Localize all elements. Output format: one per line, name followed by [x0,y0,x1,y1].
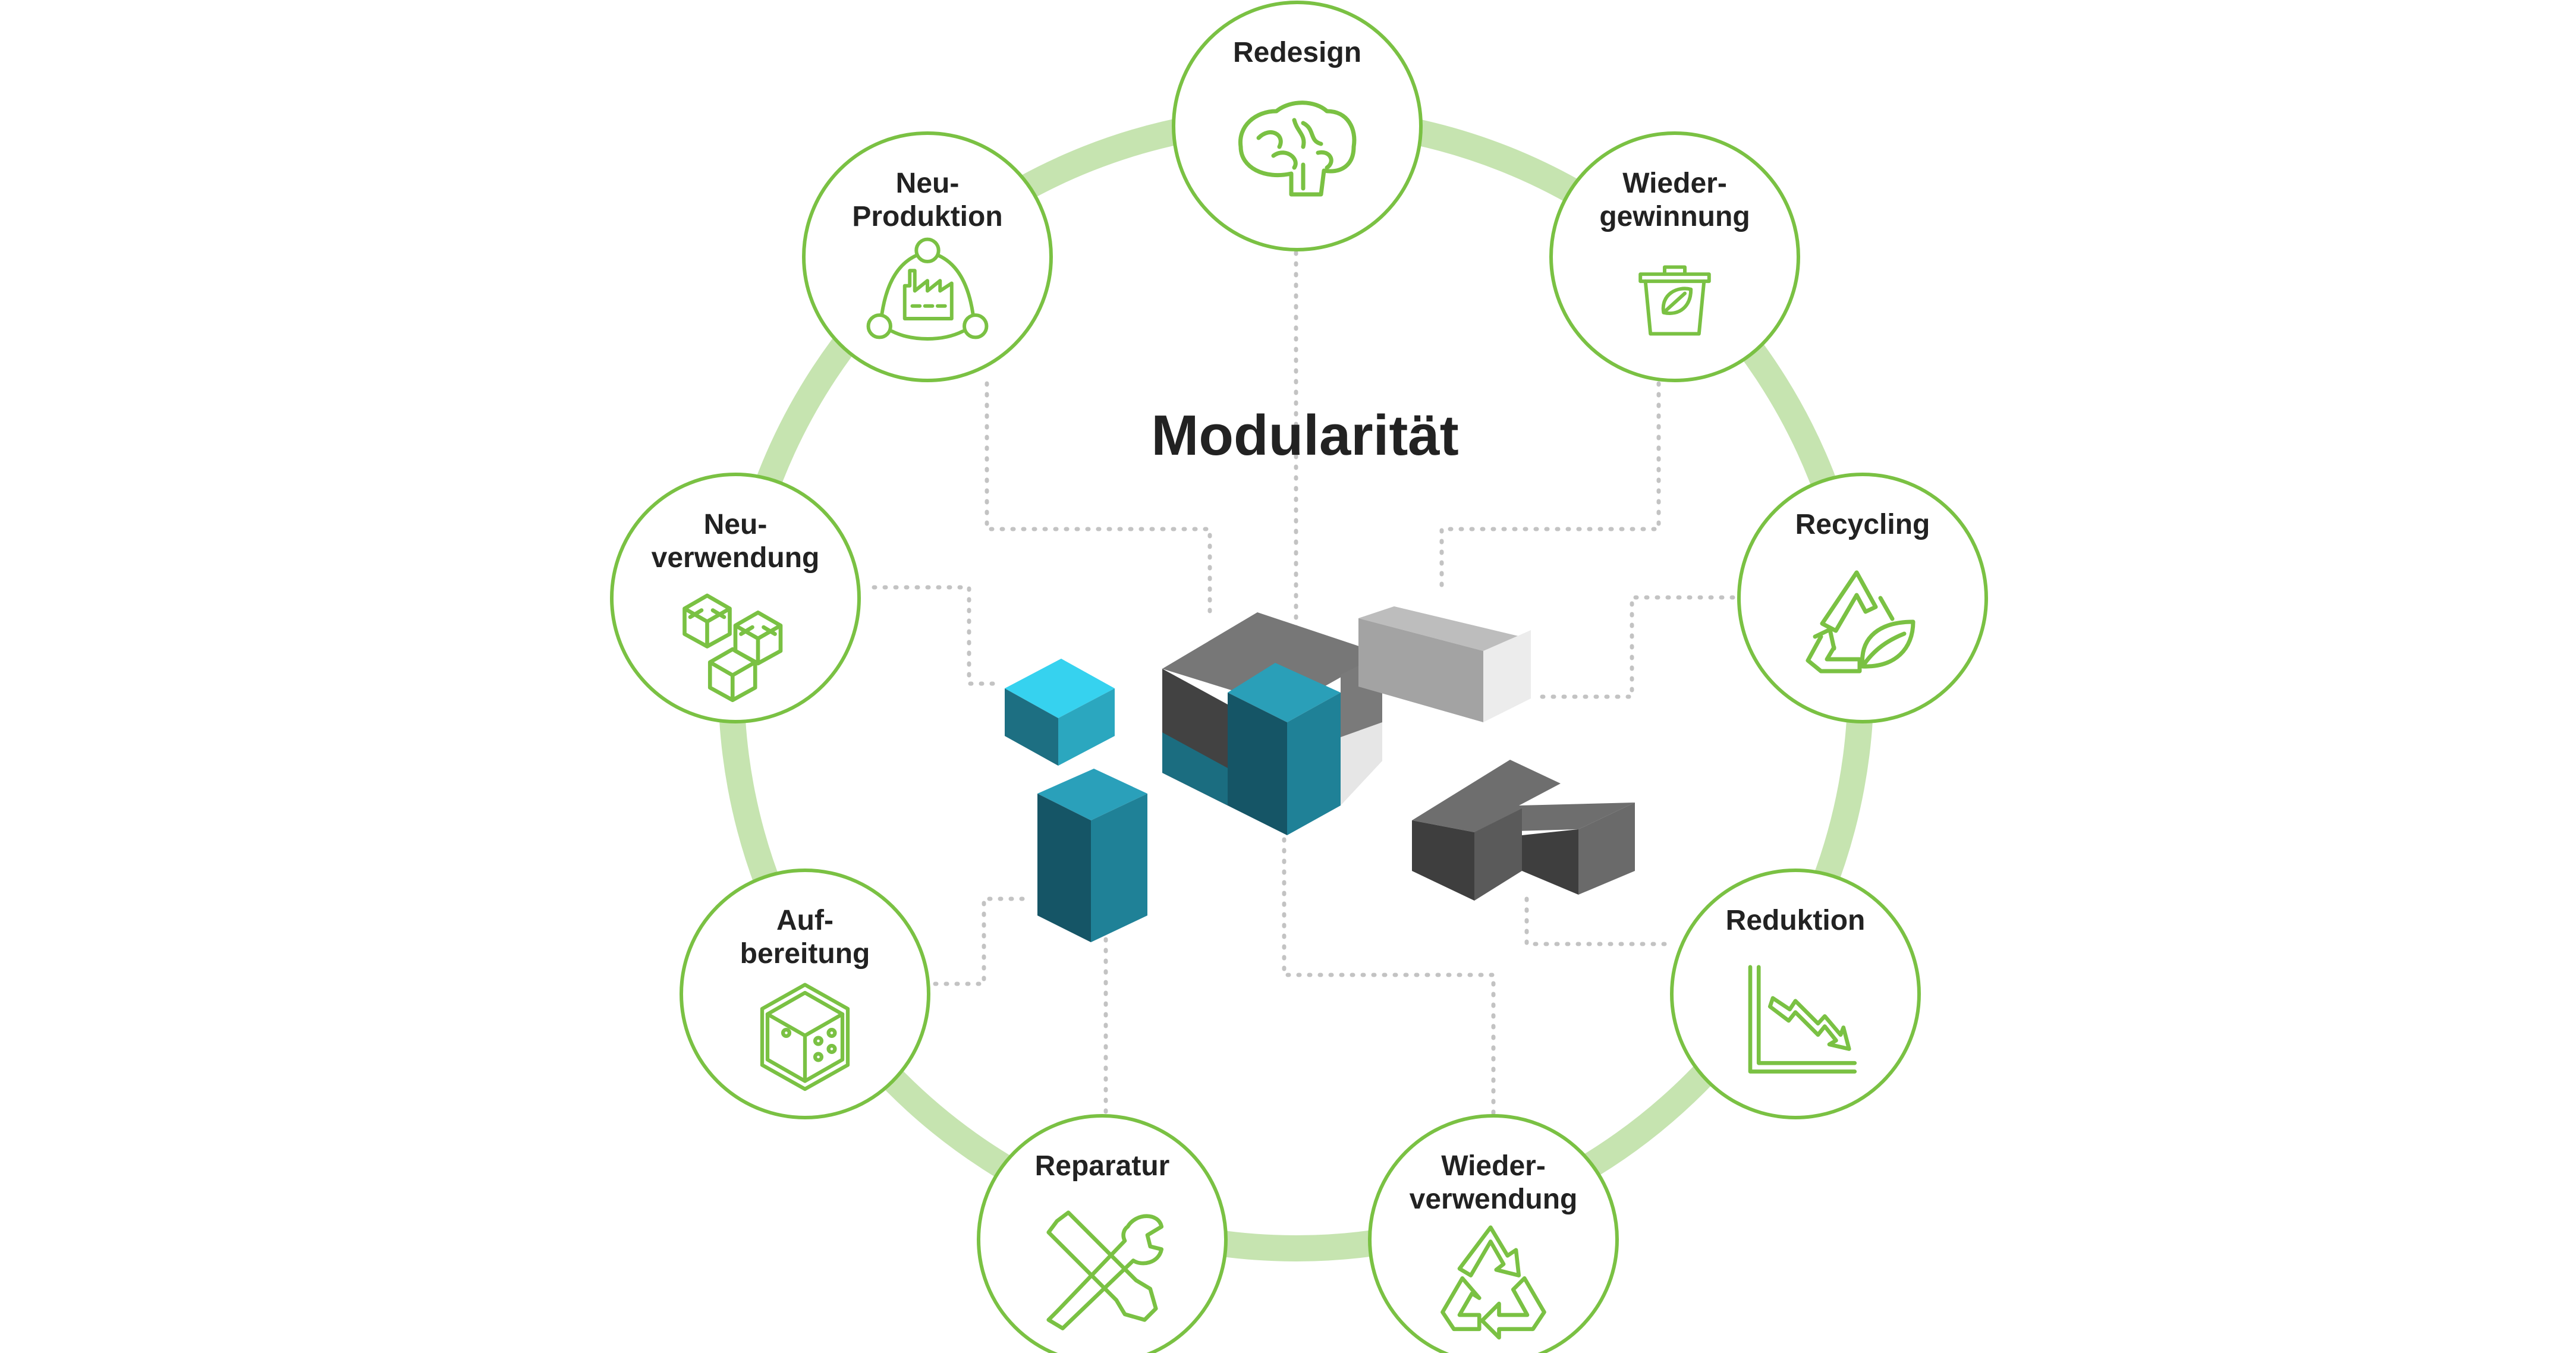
node-label: Recycling [1795,509,1930,540]
node-neuverwendung: Neu-verwendung [610,473,861,723]
connector-neuproduktion [985,381,1212,615]
node-label: Neu- [896,168,960,199]
node-label: Reparatur [1035,1150,1170,1182]
node-circle [610,473,861,723]
cycle-nodes: RedesignWieder-gewinnungRecyclingRedukti… [610,1,1988,1353]
module-l-shape [1412,760,1635,901]
module-central-assembly [1162,612,1382,835]
node-redesign: Redesign [1172,1,1423,251]
node-label: Produktion [852,201,1002,232]
module-cube-small [1005,659,1115,766]
node-circle [977,1114,1228,1353]
module-light-bar [1358,606,1531,722]
node-circle [1549,131,1800,382]
node-wiedergewinnung: Wieder-gewinnung [1549,131,1800,382]
connector-aufbereitung [922,896,1034,986]
node-label: Wieder- [1622,168,1727,199]
connector-reduktion [1524,889,1667,946]
node-label: Neu- [704,509,768,540]
connector-lines [872,250,1735,1115]
node-label: verwendung [1410,1184,1578,1215]
module-blocks [1005,606,1635,942]
node-wiederverwendung: Wieder-verwendung [1368,1114,1619,1353]
node-recycling: Recycling [1737,473,1988,723]
node-label: bereitung [740,938,870,970]
node-circle [1670,869,1921,1119]
node-circle [1737,473,1988,723]
connector-recycling [1537,595,1735,699]
connector-wiederverwendung [1282,830,1496,1115]
node-label: verwendung [652,542,820,574]
node-circle [802,131,1053,382]
node-aufbereitung: Auf-bereitung [680,869,930,1119]
node-label: Redesign [1233,37,1361,68]
node-label: Wieder- [1441,1150,1546,1182]
module-tall-prism [1037,769,1147,942]
connector-wiedergewinnung [1439,381,1661,597]
node-label: gewinnung [1599,201,1750,232]
node-label: Auf- [776,905,833,936]
node-reparatur: Reparatur [977,1114,1228,1353]
node-neuproduktion: Neu-Produktion [802,131,1053,382]
diagram-title: Modularität [1151,404,1458,467]
node-label: Reduktion [1726,905,1866,936]
node-reduktion: Reduktion [1670,869,1921,1119]
connector-neuverwendung [872,585,1001,686]
